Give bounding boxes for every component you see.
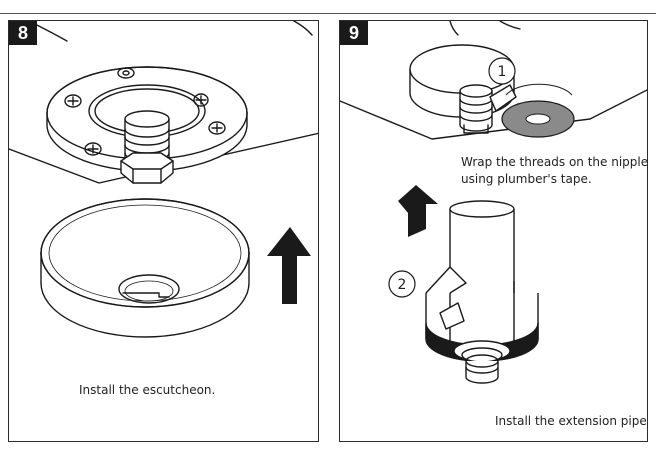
- step-9-caption-line-1: Wrap the threads on the nipple: [461, 155, 648, 169]
- step-9-panel: 9 1: [339, 20, 648, 442]
- step-8-caption: Install the escutcheon.: [79, 383, 216, 397]
- callout-1-label: 1: [498, 64, 507, 80]
- up-arrow-icon: [267, 227, 311, 304]
- callout-2-label: 2: [398, 277, 407, 293]
- step-9-bottom-caption: Install the extension pipe.: [495, 414, 648, 428]
- callout-2: 2: [388, 270, 416, 298]
- step-8-illustration: [9, 21, 318, 338]
- step-9-caption-line-2: using plumber's tape.: [461, 172, 592, 186]
- header-rule: [0, 13, 656, 14]
- screw-icon: [64, 94, 82, 108]
- tape-roll-icon: [501, 83, 575, 138]
- step-8-panel: 8: [8, 20, 319, 442]
- step-9-number-badge: 9: [340, 21, 368, 45]
- step-8-number-badge: 8: [9, 21, 37, 45]
- callout-1: 1: [488, 57, 516, 85]
- up-arrow-icon: [398, 185, 438, 237]
- step-9-illustration: 1 2: [340, 21, 647, 384]
